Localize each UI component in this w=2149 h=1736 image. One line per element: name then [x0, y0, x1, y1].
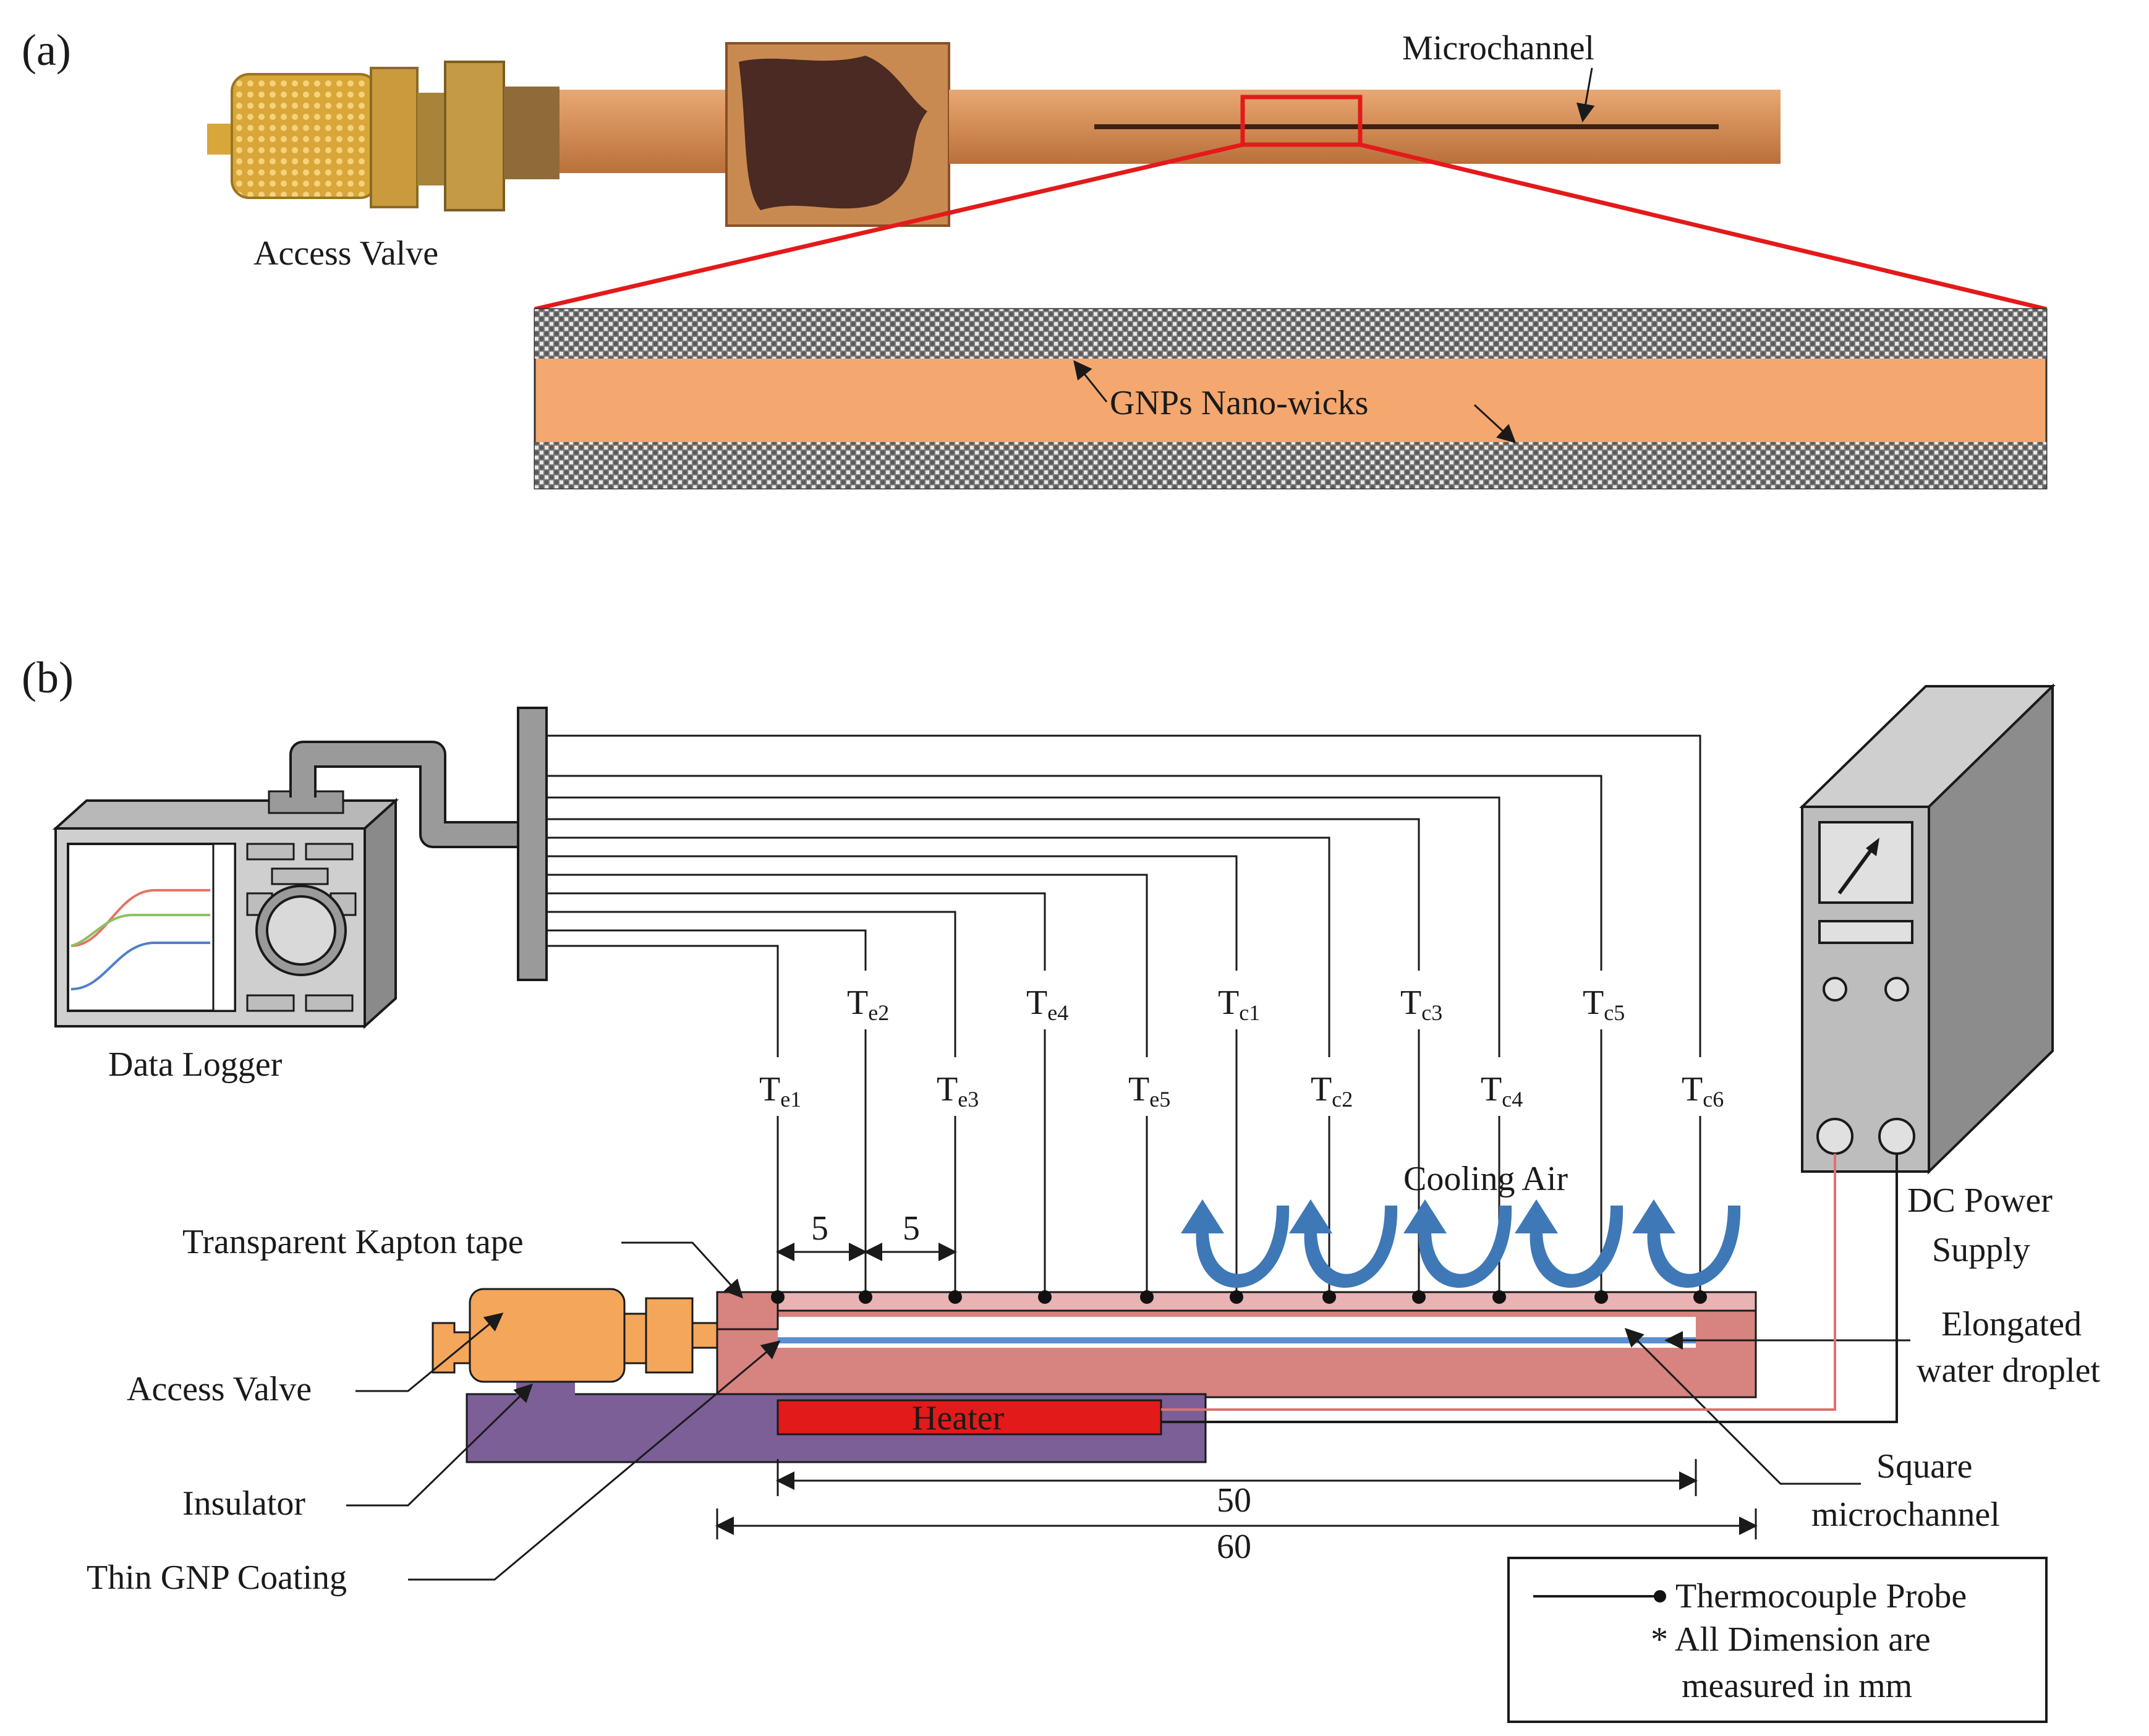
power-wire-negative	[1161, 1154, 1898, 1423]
legend-probe-dot	[1654, 1590, 1666, 1602]
wire-connector	[517, 707, 548, 981]
kapton-leader	[621, 1241, 744, 1299]
thermocouple-probe-dot	[771, 1290, 785, 1304]
gnp-coating-label: Thin GNP Coating	[87, 1559, 347, 1597]
power-supply-label-line1: DC Power	[1907, 1181, 2053, 1220]
thermocouple-probe-dot	[859, 1290, 872, 1304]
legend-box	[1507, 1557, 2048, 1723]
thermocouple-label: Tc3	[1400, 984, 1442, 1025]
thermocouple-label: Tc2	[1311, 1070, 1353, 1112]
thermocouple-wire-upper	[547, 734, 1701, 1057]
thermocouple-wire-upper	[547, 929, 867, 971]
power-wire-positive	[1161, 1154, 1836, 1411]
heater-label: Heater	[912, 1399, 1005, 1437]
thermocouple-label: Te3	[937, 1070, 979, 1112]
dim-5b-label: 5	[903, 1209, 920, 1248]
thermocouple-probe-dot	[1038, 1290, 1052, 1304]
cooling-air-arrow-body	[1530, 1206, 1623, 1288]
cooling-air-arrow-body	[1418, 1206, 1512, 1288]
legend-note-line1: * All Dimension are	[1651, 1620, 1931, 1659]
thermocouple-label: Tc4	[1481, 1070, 1523, 1112]
microchannel-label: Microchannel	[1402, 29, 1594, 67]
thermocouple-probe-dot	[1140, 1290, 1154, 1304]
power-supply-label-line2: Supply	[1932, 1231, 2030, 1269]
thermocouple-wire-upper	[547, 818, 1420, 971]
access-valve-label-a: Access Valve	[253, 234, 438, 273]
thermocouple-probes	[771, 1290, 1707, 1304]
cooling-air-arrow-head	[1403, 1199, 1447, 1233]
thermocouple-probe-dot	[1492, 1290, 1506, 1304]
thermocouple-label: Te4	[1026, 984, 1068, 1025]
data-logger-label: Data Logger	[108, 1045, 283, 1084]
thermocouple-wires	[547, 734, 1701, 1297]
access-valve-photo	[207, 42, 1781, 227]
cooling-air-arrow-body	[1647, 1206, 1741, 1288]
dim-5a-label: 5	[811, 1209, 828, 1248]
zoom-box	[1240, 95, 1363, 147]
cooling-air-arrow-head	[1632, 1199, 1675, 1233]
panel-b-label: (b)	[22, 653, 74, 702]
cooling-air-arrow-head	[1515, 1199, 1558, 1233]
data-logger-device	[52, 790, 399, 1029]
nano-wicks-arrow-up	[1073, 360, 1108, 402]
logger-cable	[292, 743, 518, 846]
thermocouple-label: Te2	[847, 984, 889, 1025]
test-section	[716, 1291, 1757, 1398]
panel-a-label: (a)	[22, 25, 71, 75]
thermocouple-wire-upper	[547, 892, 1046, 971]
thermocouple-label: Tc1	[1218, 984, 1260, 1025]
zoom-line-left	[534, 142, 1243, 312]
thermocouple-probe-dot	[948, 1290, 962, 1304]
thermocouple-probe-dot	[1693, 1290, 1707, 1304]
thermocouple-probe-dot	[1412, 1290, 1426, 1304]
kapton-label: Transparent Kapton tape	[182, 1223, 524, 1261]
access-valve-leader	[355, 1313, 504, 1392]
thermocouple-wire-upper	[547, 796, 1500, 1057]
thermocouple-label: Te5	[1128, 1070, 1170, 1112]
microchannel-b-label-line2: microchannel	[1811, 1496, 2000, 1534]
legend-note-line2: measured in mm	[1682, 1667, 1912, 1705]
zoom-line-right	[1360, 142, 2047, 312]
microchannel-b-leader	[1624, 1327, 1861, 1485]
dc-power-supply	[1799, 683, 2056, 1175]
thermocouple-wire-upper	[547, 945, 779, 1057]
nano-wicks-label: GNPs Nano-wicks	[1110, 384, 1368, 422]
thermocouple-wire-upper	[547, 775, 1602, 971]
cooling-air-arrow-body	[1304, 1206, 1398, 1288]
thermocouple-wire-upper	[547, 836, 1330, 1057]
droplet-label-line1: Elongated	[1941, 1305, 2082, 1343]
nano-wicks-arrow-down	[1473, 404, 1517, 444]
droplet-label-line2: water droplet	[1917, 1351, 2100, 1390]
dim-50-label: 50	[1217, 1481, 1251, 1520]
legend-probe-label: Thermocouple Probe	[1675, 1577, 1967, 1615]
thermocouple-probe-dot	[1594, 1290, 1608, 1304]
thermocouple-wire-upper	[547, 874, 1148, 1057]
cooling-air-arrows	[1181, 1199, 1741, 1288]
access-valve-label-b: Access Valve	[127, 1370, 312, 1408]
gnp-coating-leader	[408, 1340, 781, 1581]
thermocouple-label: Tc6	[1682, 1070, 1724, 1112]
access-valve-schematic	[432, 1288, 718, 1383]
thermocouple-label: Tc5	[1583, 984, 1625, 1025]
cooling-air-label: Cooling Air	[1403, 1160, 1568, 1198]
zoomed-channel-section	[534, 308, 2048, 490]
thermocouple-probe-dot	[1230, 1290, 1243, 1304]
dim-60-label: 60	[1217, 1528, 1251, 1566]
insulator-leader	[346, 1383, 534, 1507]
microchannel-arrow	[1576, 67, 1595, 122]
insulator-label: Insulator	[182, 1484, 305, 1523]
heater-block	[777, 1399, 1162, 1436]
microchannel-b-label-line1: Square	[1876, 1447, 1973, 1486]
cooling-air-arrow-head	[1181, 1199, 1224, 1233]
thermocouple-probe-dot	[1322, 1290, 1336, 1304]
cooling-air-arrow-head	[1289, 1199, 1332, 1233]
thermocouple-wire-upper	[547, 855, 1238, 971]
thermocouple-label: Te1	[759, 1070, 801, 1112]
cooling-air-arrow-body	[1196, 1206, 1290, 1288]
thermocouple-wire-upper	[547, 911, 956, 1057]
